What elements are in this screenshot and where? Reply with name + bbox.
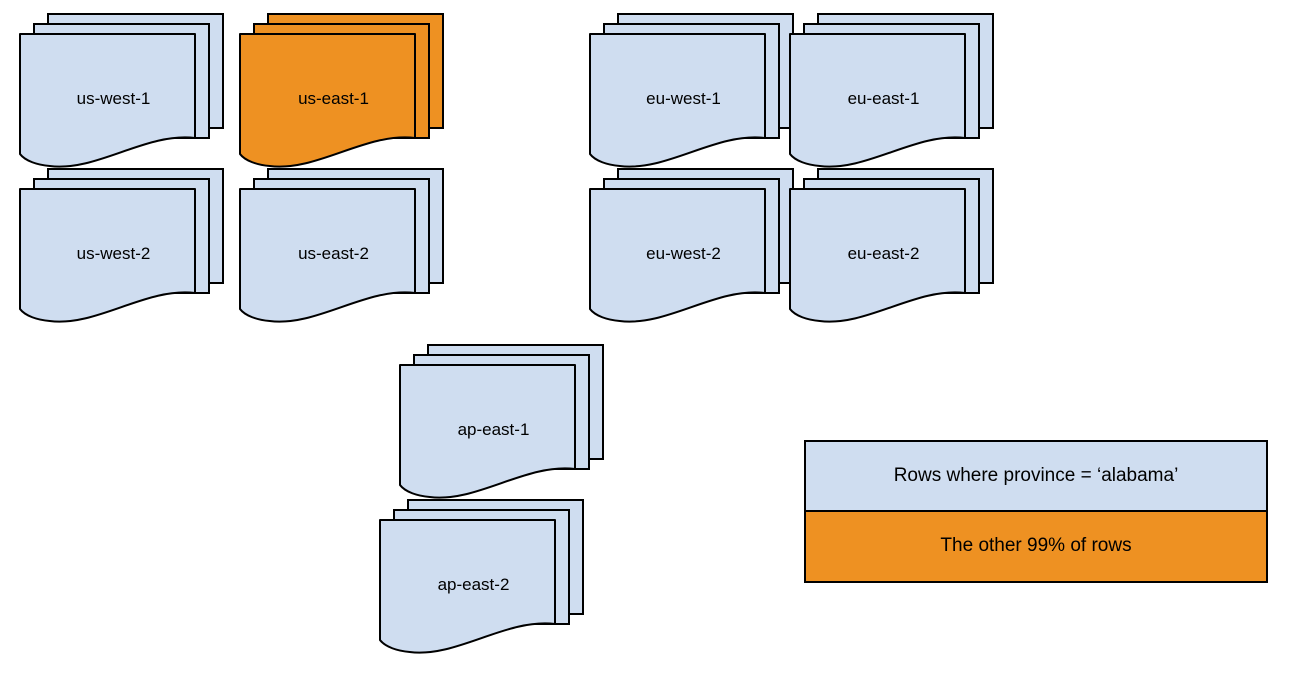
document-stack-ap-east-2[interactable]: ap-east-2 (379, 499, 612, 663)
document-sheet-front (789, 188, 966, 323)
document-stack-us-east-2[interactable]: us-east-2 (239, 168, 472, 332)
document-stack-us-west-1[interactable]: us-west-1 (19, 13, 252, 177)
document-sheet-front (239, 33, 416, 168)
document-stack-us-west-2[interactable]: us-west-2 (19, 168, 252, 332)
document-stack-ap-east-1[interactable]: ap-east-1 (399, 344, 632, 508)
document-stack-shape (19, 13, 224, 168)
document-sheet-front (789, 33, 966, 168)
document-stack-eu-east-1[interactable]: eu-east-1 (789, 13, 1022, 177)
document-sheet-front (399, 364, 576, 499)
legend-row-blue: Rows where province = ‘alabama’ (806, 442, 1266, 512)
document-stack-shape (589, 168, 794, 323)
document-stack-shape (789, 168, 994, 323)
document-stack-eu-west-2[interactable]: eu-west-2 (589, 168, 822, 332)
document-stack-eu-east-2[interactable]: eu-east-2 (789, 168, 1022, 332)
legend-label-orange: The other 99% of rows (940, 535, 1132, 557)
legend: Rows where province = ‘alabama’ The othe… (804, 440, 1268, 583)
document-stack-shape (789, 13, 994, 168)
document-stack-shape (239, 13, 444, 168)
document-stack-shape (379, 499, 584, 654)
document-sheet-front (239, 188, 416, 323)
document-sheet-front (19, 33, 196, 168)
document-sheet-front (379, 519, 556, 654)
document-sheet-front (589, 33, 766, 168)
legend-row-orange: The other 99% of rows (806, 511, 1266, 581)
document-stack-shape (239, 168, 444, 323)
document-stack-us-east-1[interactable]: us-east-1 (239, 13, 472, 177)
document-sheet-front (19, 188, 196, 323)
document-stack-eu-west-1[interactable]: eu-west-1 (589, 13, 822, 177)
document-stack-shape (589, 13, 794, 168)
document-stack-shape (19, 168, 224, 323)
document-sheet-front (589, 188, 766, 323)
legend-label-blue: Rows where province = ‘alabama’ (893, 464, 1179, 486)
document-stack-shape (399, 344, 604, 499)
